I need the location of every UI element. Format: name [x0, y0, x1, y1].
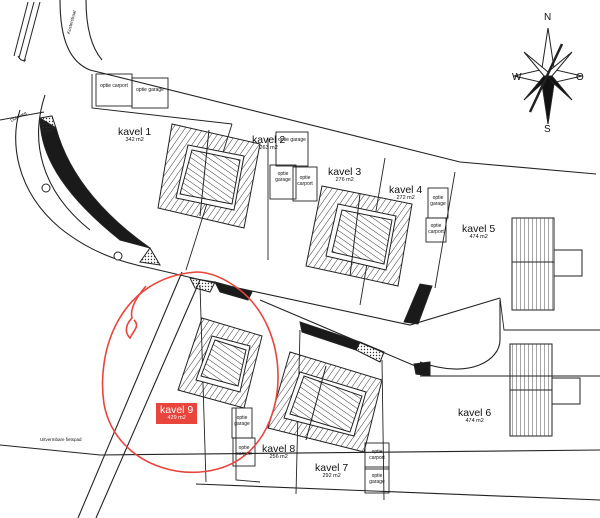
plot-name: kavel 2 — [252, 134, 286, 146]
plot-label-kavel-7: kavel 7 292 m2 — [315, 462, 348, 480]
plot-name: kavel 1 — [118, 126, 152, 138]
plot-name: kavel 7 — [315, 462, 349, 474]
option-garage-label: optie garage — [369, 473, 385, 485]
option-garage-label: optie garage — [278, 137, 306, 143]
house-plot1 — [157, 123, 261, 229]
plot-label-kavel-2: kavel 2 263 m2 — [252, 134, 285, 152]
plot-label-kavel-1: kavel 1 342 m2 — [118, 126, 151, 144]
plot-label-kavel-5: kavel 5 474 m2 — [462, 223, 495, 241]
compass-west: W — [512, 72, 522, 83]
plot-label-kavel-8: kavel 8 256 m2 — [262, 443, 295, 461]
plot-area: 276 m2 — [335, 177, 354, 183]
option-carport-label: optie carport — [100, 83, 128, 89]
compass-south: S — [544, 124, 551, 135]
house-plot5 — [511, 217, 583, 311]
plot-name: kavel 6 — [458, 407, 492, 419]
plot-name: kavel 8 — [262, 443, 296, 455]
plot5-6-boundary — [420, 297, 600, 377]
highlight-circle — [101, 271, 279, 474]
plot-area: 474 m2 — [465, 418, 484, 424]
option-boxes — [95, 73, 449, 494]
footpath-label: Uitvermbare fietspad — [40, 437, 82, 442]
plot-name: kavel 4 — [389, 184, 423, 196]
house-plot6 — [509, 343, 581, 437]
plot-name: kavel 9 — [160, 404, 194, 416]
plot-label-kavel-6: kavel 6 474 m2 — [458, 407, 491, 425]
plot-area: 342 m2 — [125, 137, 144, 143]
plot-area: 272 m2 — [396, 195, 415, 201]
road-islands — [39, 115, 433, 377]
option-carport-label: optie carport — [428, 223, 444, 235]
parking-strip — [13, 1, 41, 63]
plot-area: 474 m2 — [469, 234, 488, 240]
option-carport-label: optie carport — [297, 175, 313, 187]
plot-area: 429 m2 — [167, 415, 186, 421]
plot-label-kavel-4: kavel 4 272 m2 — [389, 184, 422, 202]
option-garage-label: optie garage — [430, 195, 446, 207]
compass-rose — [513, 27, 583, 125]
plot-name: kavel 5 — [462, 223, 496, 235]
plot-label-kavel-3: kavel 3 276 m2 — [328, 166, 361, 184]
house-plot9 — [177, 317, 263, 409]
option-garage-label: optie garage — [136, 87, 164, 93]
compass-east: O — [576, 72, 584, 83]
plot-area: 263 m2 — [259, 145, 278, 151]
plot-area: 292 m2 — [322, 473, 341, 479]
compass-north: N — [544, 12, 552, 23]
plot-label-kavel-9: kavel 9 429 m2 — [156, 403, 198, 424]
option-garage-label: optie garage — [275, 171, 291, 183]
house-plot7-8 — [267, 351, 383, 453]
plot-area: 256 m2 — [269, 454, 288, 460]
house-plot3 — [305, 185, 413, 287]
option-carport-label: optie carport — [369, 449, 385, 461]
option-carport-label: optie carport — [236, 445, 252, 457]
plot-name: kavel 3 — [328, 166, 362, 178]
option-garage-label: optie garage — [234, 415, 250, 427]
